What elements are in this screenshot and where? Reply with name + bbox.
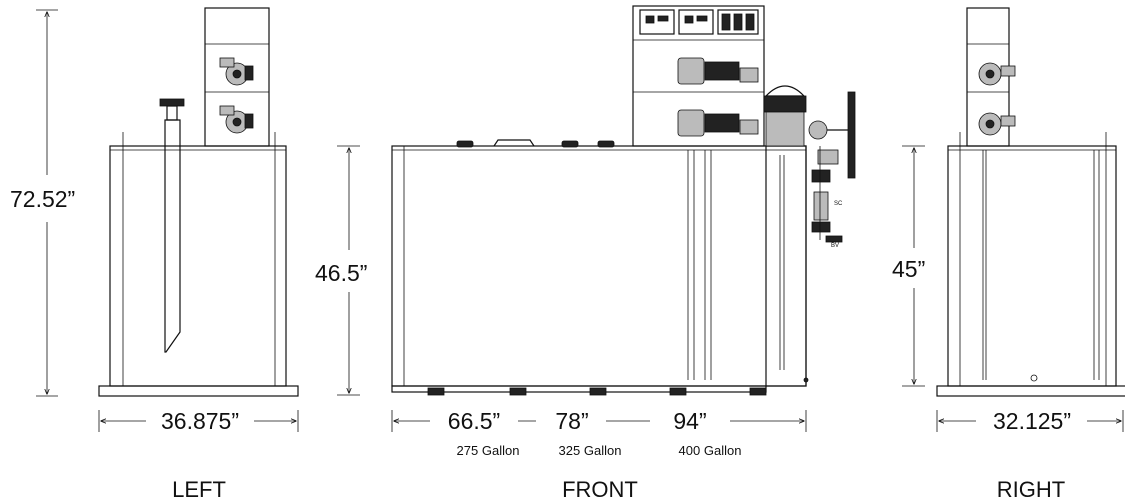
left-width-label: 36.875”: [161, 408, 239, 434]
left-tank: [98, 132, 299, 397]
front-height-label: 46.5”: [315, 260, 367, 286]
left-height-dimension: [36, 9, 58, 397]
front-view: 46.5”: [315, 5, 856, 502]
left-pump-cabinet: [204, 7, 270, 147]
right-pump-cabinet: [966, 7, 1016, 147]
left-width-dimension: [98, 410, 299, 432]
front-tank: [391, 139, 809, 396]
length-label-66: 66.5”: [448, 408, 500, 434]
front-filter-assembly: [763, 85, 856, 243]
capacity-label-400: 400 Gallon: [679, 443, 742, 458]
front-view-title: FRONT: [562, 477, 638, 502]
length-label-78: 78”: [555, 408, 588, 434]
left-view-title: LEFT: [172, 477, 226, 502]
right-tank: [936, 132, 1125, 397]
right-height-dimension: [902, 145, 925, 387]
front-length-dimension: [391, 410, 807, 432]
right-view-title: RIGHT: [997, 477, 1065, 502]
left-height-label: 72.52”: [10, 186, 75, 212]
right-view: 45”: [892, 7, 1125, 502]
bv-valve-label: BV: [831, 243, 839, 249]
capacity-label-325: 325 Gallon: [559, 443, 622, 458]
length-label-94: 94”: [673, 408, 706, 434]
left-dip-tube: [159, 98, 185, 353]
sc-valve-label: SC: [834, 201, 843, 207]
right-width-dimension: [936, 410, 1124, 432]
capacity-label-275: 275 Gallon: [457, 443, 520, 458]
left-view: 72.52”: [10, 7, 299, 502]
front-height-dimension: [337, 145, 360, 396]
right-height-label: 45”: [892, 256, 925, 282]
front-control-cabinet: [632, 5, 765, 147]
right-width-label: 32.125”: [993, 408, 1071, 434]
